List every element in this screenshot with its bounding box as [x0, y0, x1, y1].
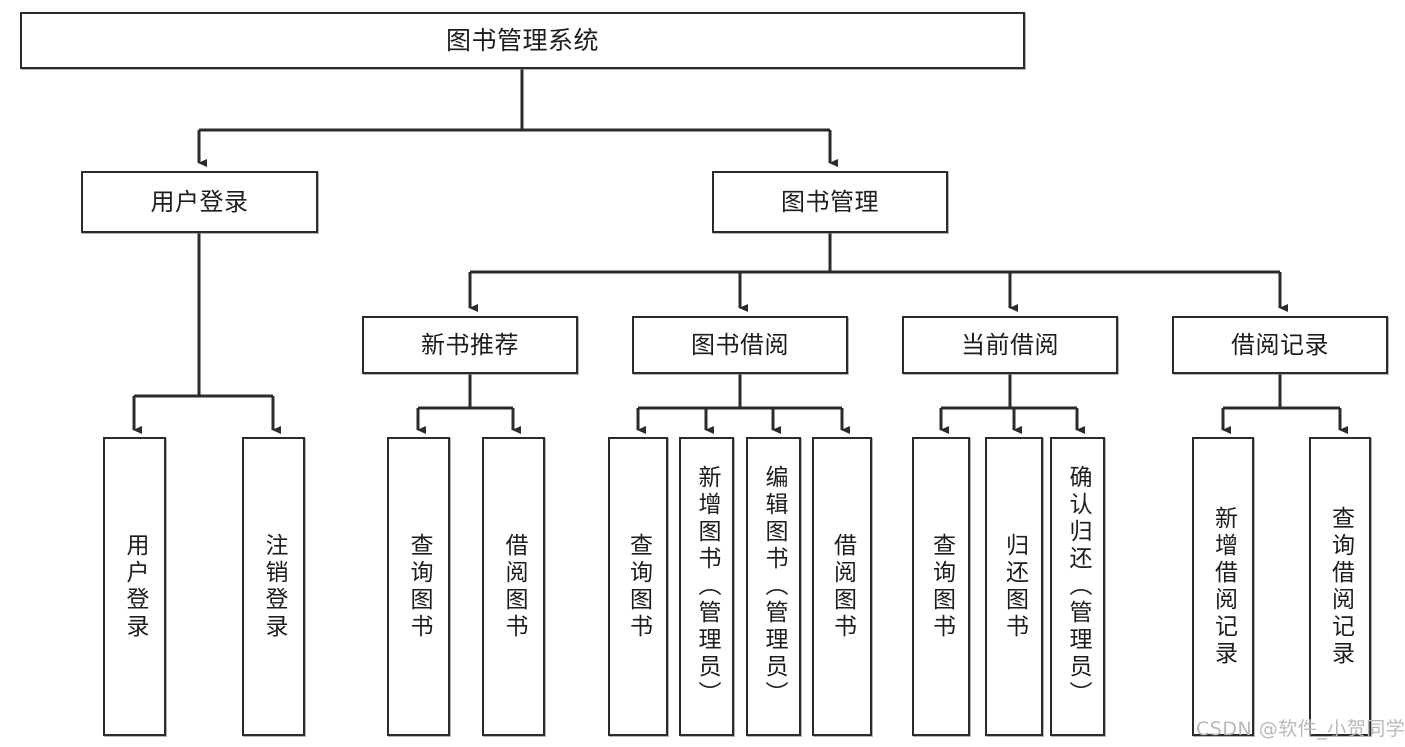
node-user-login[interactable]: 用户登录: [81, 171, 318, 233]
node-leaf-borrow-book-1[interactable]: 借阅图书: [482, 437, 545, 736]
edges-root-to-level2: [197, 69, 838, 167]
edges-bookmanage-to-level3: [468, 233, 1288, 312]
node-book-borrow[interactable]: 图书借阅: [632, 316, 848, 374]
node-leaf-borrow-book-2-label: 借阅图书: [829, 532, 856, 641]
node-new-book-recommend-label: 新书推荐: [421, 330, 519, 359]
csdn-watermark: CSDN @软件_小贺同学: [1196, 718, 1405, 740]
edges-borrowrecord-to-leaves: [1221, 374, 1348, 434]
node-leaf-add-borrow-record[interactable]: 新增借阅记录: [1192, 437, 1254, 736]
node-root-label: 图书管理系统: [445, 25, 599, 55]
node-leaf-borrow-book-1-label: 借阅图书: [501, 532, 527, 641]
node-leaf-add-book-admin-label: 新增图书（管理员）: [694, 465, 720, 708]
node-new-book-recommend[interactable]: 新书推荐: [362, 316, 578, 374]
node-book-borrow-label: 图书借阅: [691, 330, 789, 359]
node-leaf-query-borrow-record-label: 查询借阅记录: [1327, 505, 1354, 668]
node-leaf-user-login[interactable]: 用户登录: [103, 437, 166, 736]
node-leaf-add-borrow-record-label: 新增借阅记录: [1210, 505, 1237, 668]
node-leaf-query-book-3[interactable]: 查询图书: [912, 437, 970, 736]
node-leaf-query-book-2[interactable]: 查询图书: [608, 437, 668, 736]
node-borrow-record[interactable]: 借阅记录: [1172, 316, 1388, 374]
node-book-manage[interactable]: 图书管理: [712, 171, 948, 233]
node-leaf-query-book-1[interactable]: 查询图书: [387, 437, 450, 736]
node-root[interactable]: 图书管理系统: [20, 12, 1025, 69]
node-borrow-record-label: 借阅记录: [1231, 330, 1329, 359]
node-leaf-add-book-admin[interactable]: 新增图书（管理员）: [679, 437, 734, 736]
node-book-manage-label: 图书管理: [781, 187, 879, 216]
node-leaf-return-book-label: 归还图书: [1001, 532, 1028, 641]
node-leaf-edit-book-admin[interactable]: 编辑图书（管理员）: [746, 437, 801, 736]
node-leaf-user-login-label: 用户登录: [122, 532, 148, 641]
node-leaf-query-book-2-label: 查询图书: [625, 532, 652, 641]
node-user-login-label: 用户登录: [150, 187, 249, 216]
node-leaf-query-book-1-label: 查询图书: [406, 532, 432, 641]
edges-newbook-to-leaves: [416, 374, 521, 434]
node-current-borrow[interactable]: 当前借阅: [902, 316, 1118, 374]
node-current-borrow-label: 当前借阅: [961, 330, 1059, 359]
node-leaf-confirm-return-admin-label: 确认归还（管理员）: [1065, 465, 1091, 708]
edges-bookborrow-to-leaves: [636, 374, 850, 434]
node-leaf-query-book-3-label: 查询图书: [928, 532, 955, 641]
node-leaf-query-borrow-record[interactable]: 查询借阅记录: [1309, 437, 1371, 736]
node-leaf-return-book[interactable]: 归还图书: [985, 437, 1043, 736]
node-leaf-edit-book-admin-label: 编辑图书（管理员）: [761, 465, 787, 708]
node-leaf-user-logout-label: 注销登录: [261, 532, 287, 641]
node-leaf-borrow-book-2[interactable]: 借阅图书: [812, 437, 872, 736]
edges-userlogin-to-leaves: [132, 233, 281, 434]
node-leaf-user-logout[interactable]: 注销登录: [242, 437, 305, 736]
edges-currentborrow-to-leaves: [939, 374, 1085, 434]
node-leaf-confirm-return-admin[interactable]: 确认归还（管理员）: [1050, 437, 1105, 736]
